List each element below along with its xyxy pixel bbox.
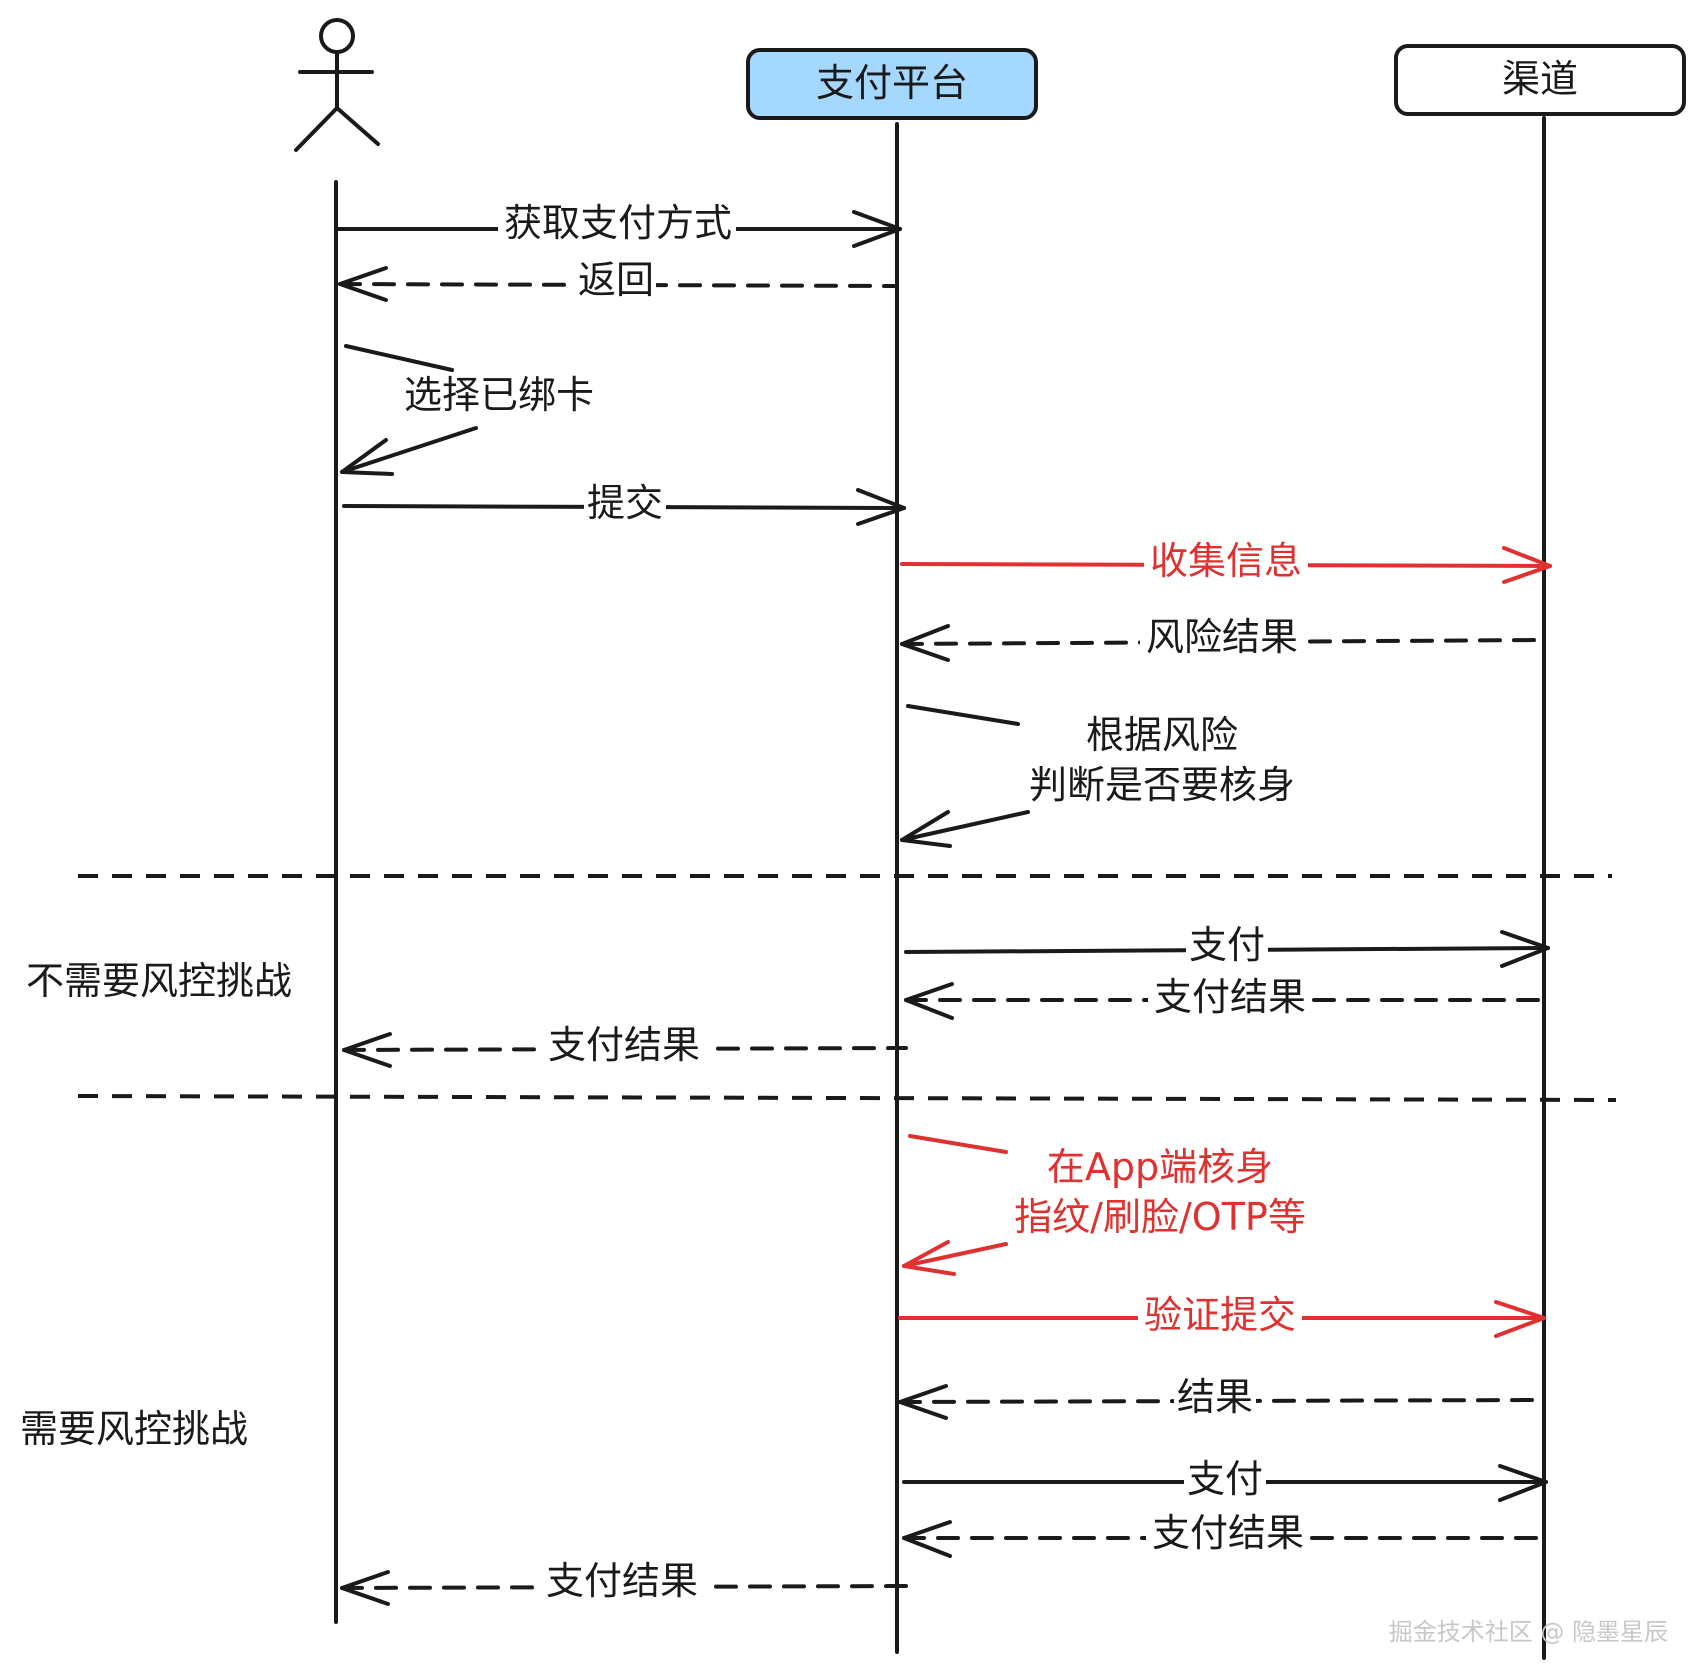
label-pay-result-b-user: 支付结果 [546,1559,698,1603]
participant-platform-label: 支付平台 [816,61,968,105]
label-select-card: 选择已绑卡 [404,373,594,417]
divider-bottom [77,1094,1617,1102]
lifelines [334,116,1546,1660]
label-result: 结果 [1177,1375,1253,1419]
label-pay-result-a-user: 支付结果 [548,1023,700,1067]
label-return: 返回 [578,258,654,302]
participant-platform: 支付平台 [746,48,1038,120]
label-pay-a: 支付 [1189,923,1265,967]
label-judge-line1: 根据风险 [1086,713,1238,757]
section-need-challenge: 需要风控挑战 [20,1407,248,1451]
label-pay-result-a-channel: 支付结果 [1154,975,1306,1019]
participant-channel: 渠道 [1394,44,1686,116]
arrow-app-verify [902,1134,1008,1276]
label-get-methods: 获取支付方式 [504,201,732,245]
section-no-challenge: 不需要风控挑战 [26,959,292,1003]
message-arrows [336,210,1554,1606]
participant-channel-label: 渠道 [1502,57,1578,101]
arrow-judge-risk [900,704,1030,848]
label-submit: 提交 [587,481,663,525]
label-verify-submit: 验证提交 [1144,1293,1296,1337]
watermark: 掘金技术社区 @ 隐墨星辰 [1389,1618,1668,1646]
label-verify-line1: 在App端核身 [1047,1145,1273,1189]
section-labels: 不需要风控挑战 需要风控挑战 [20,959,292,1451]
label-pay-b: 支付 [1187,1457,1263,1501]
label-judge-line2: 判断是否要核身 [1029,763,1295,807]
label-risk-result: 风险结果 [1146,615,1298,659]
label-collect-info: 收集信息 [1150,539,1302,583]
arrow-select-card [340,344,478,476]
label-pay-result-b-channel: 支付结果 [1152,1511,1304,1555]
section-dividers [77,874,1617,1102]
user-actor-icon [294,18,380,152]
label-verify-line2: 指纹/刷脸/OTP等 [1014,1195,1306,1239]
message-labels: 获取支付方式 返回 选择已绑卡 提交 收集信息 风险结果 根据风险 判断是否要核… [404,201,1312,1608]
